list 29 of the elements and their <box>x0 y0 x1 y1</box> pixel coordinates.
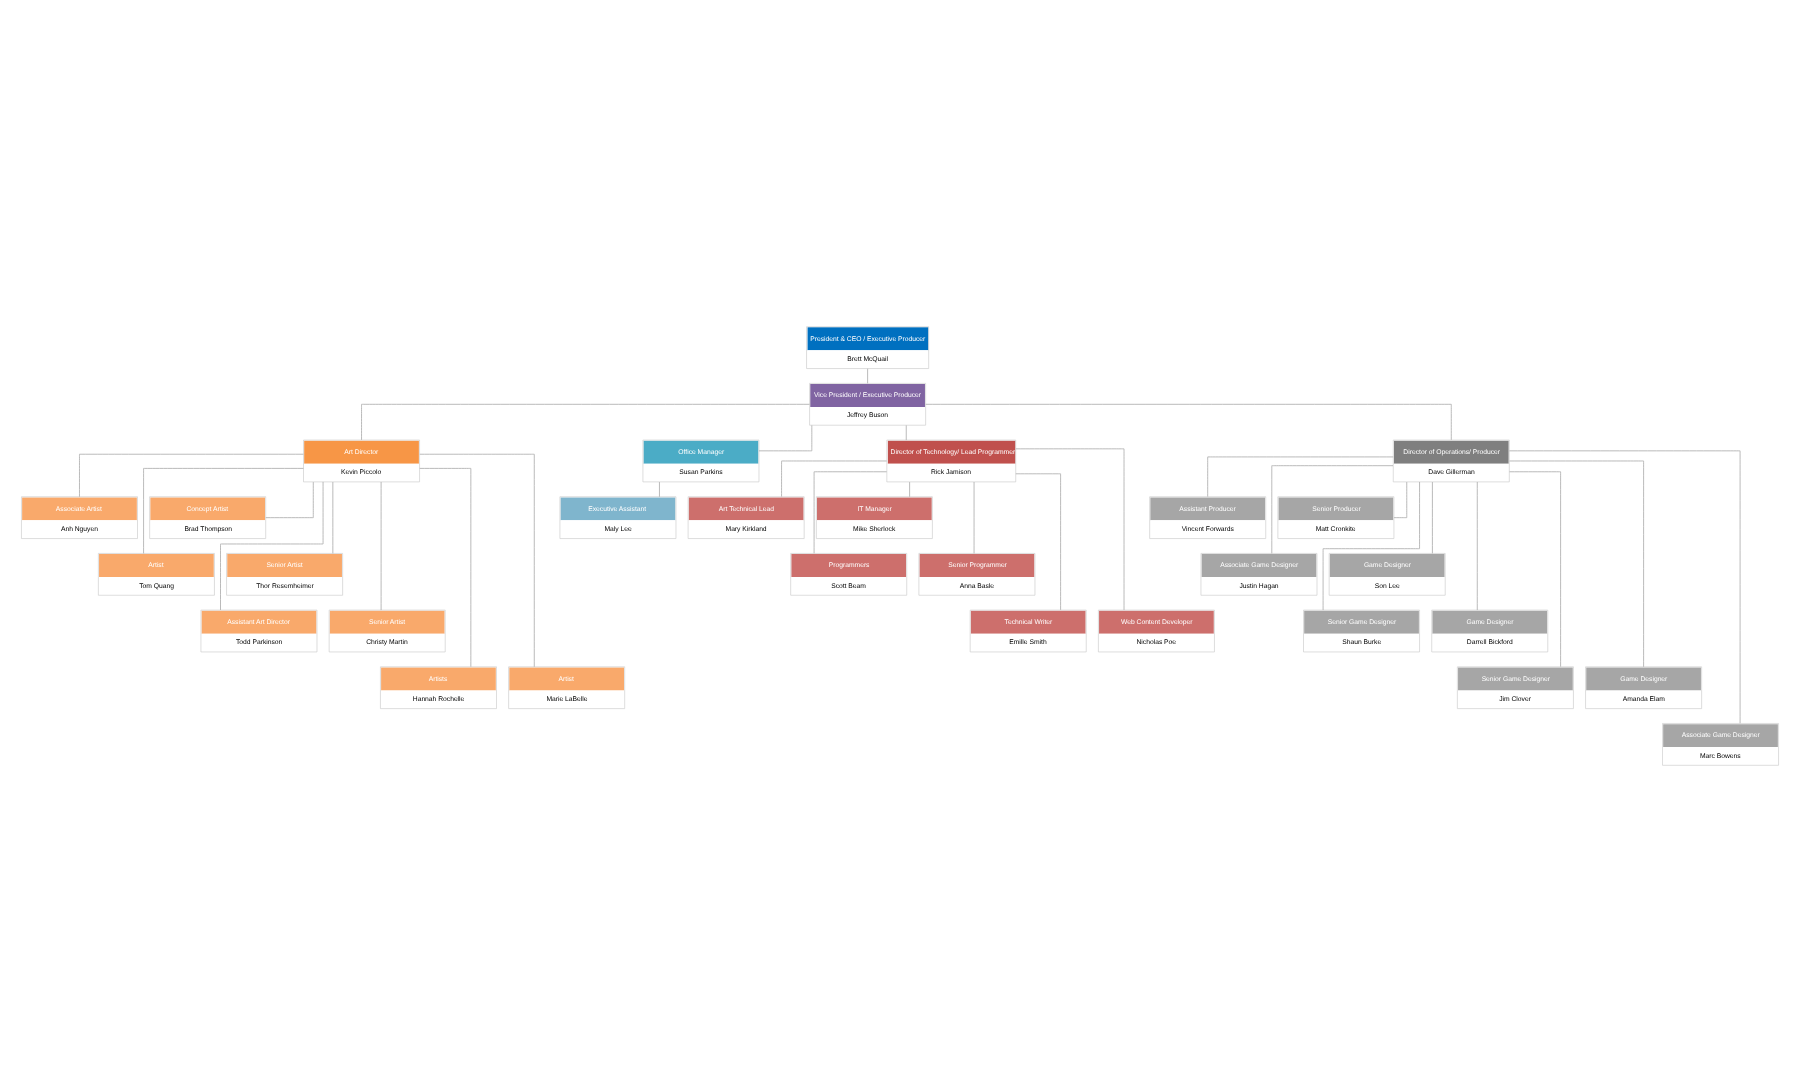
connector <box>1207 456 1394 497</box>
connector <box>380 481 382 611</box>
connector <box>867 368 868 384</box>
connector <box>332 481 334 554</box>
connector <box>925 403 1452 441</box>
connector <box>781 460 888 497</box>
connector <box>419 468 472 668</box>
connector <box>1271 465 1394 554</box>
connector <box>659 481 660 498</box>
connector <box>79 453 304 498</box>
connector <box>813 471 888 554</box>
connector <box>1015 473 1061 611</box>
connector <box>143 468 304 554</box>
connector <box>220 481 324 611</box>
connector <box>361 403 810 441</box>
connector <box>1476 481 1478 611</box>
connector <box>973 481 975 554</box>
connector <box>1015 448 1125 611</box>
connector <box>1509 450 1741 724</box>
connector <box>1393 481 1408 519</box>
connector <box>1509 460 1644 668</box>
connector <box>1432 481 1433 554</box>
connector <box>758 425 813 452</box>
connector <box>1509 471 1561 667</box>
connector <box>265 481 314 519</box>
connector <box>1322 481 1420 611</box>
connector <box>419 453 535 668</box>
connector <box>909 481 911 498</box>
connector <box>905 425 907 441</box>
